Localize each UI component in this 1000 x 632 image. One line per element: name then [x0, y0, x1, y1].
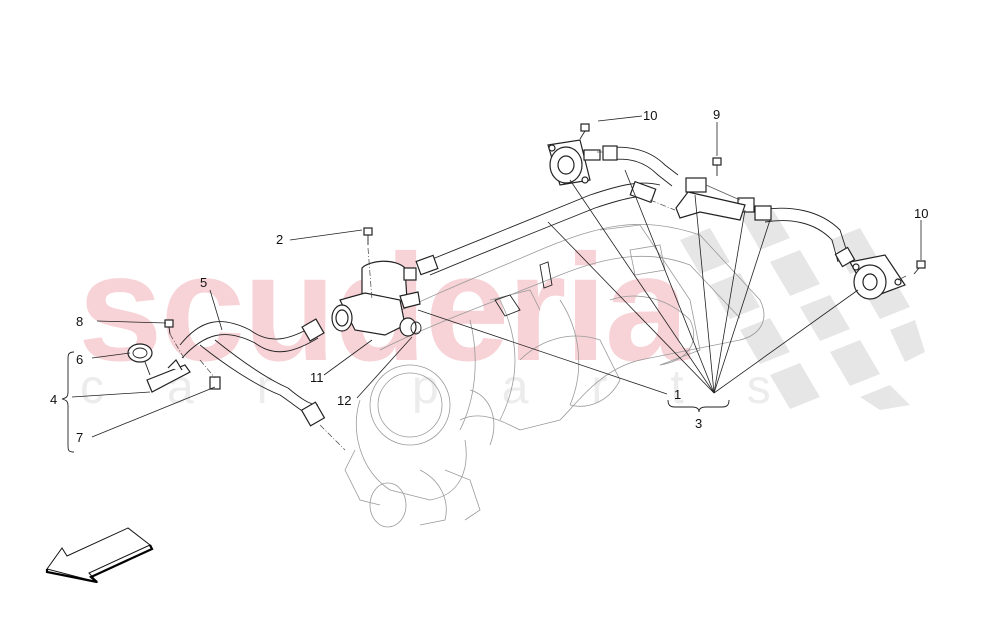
callout-11[interactable]: 11: [310, 370, 324, 385]
callout-6[interactable]: 6: [76, 352, 84, 367]
bolt-8: [164, 319, 174, 335]
callout-3[interactable]: 3: [695, 416, 703, 431]
bolt-10a: [579, 123, 590, 140]
callout-4[interactable]: 4: [50, 392, 58, 407]
arrow-down-left-icon: [45, 527, 154, 584]
bracket-assembly: [127, 343, 221, 393]
flange-left: [547, 139, 601, 186]
callout-2[interactable]: 2: [276, 232, 284, 247]
callout-12[interactable]: 12: [337, 393, 352, 408]
pipe-upper-short: [602, 145, 679, 187]
leader-lines: [71, 115, 922, 438]
callout-8[interactable]: 8: [76, 314, 84, 329]
callout-1[interactable]: 1: [674, 387, 682, 402]
checkered-flag-watermark: [680, 205, 925, 410]
group-4-brace: [61, 351, 75, 453]
bolt-2: [363, 227, 373, 245]
tee-connector: [675, 177, 755, 221]
bolt-10b: [913, 260, 926, 275]
callout-5[interactable]: 5: [200, 275, 208, 290]
callout-10-right[interactable]: 10: [914, 206, 929, 221]
assembly-lines: [169, 151, 907, 451]
group-3-brace: [667, 399, 730, 413]
callout-10-upper[interactable]: 10: [643, 108, 658, 123]
bolt-9: [712, 157, 722, 176]
valve-body: [331, 260, 422, 337]
callout-7[interactable]: 7: [76, 430, 84, 445]
watermark-car-parts: car parts: [80, 361, 834, 414]
flange-right: [849, 254, 906, 300]
hose-5: [179, 318, 326, 427]
pipe-upper-long: [415, 180, 661, 276]
callout-9[interactable]: 9: [713, 107, 721, 122]
